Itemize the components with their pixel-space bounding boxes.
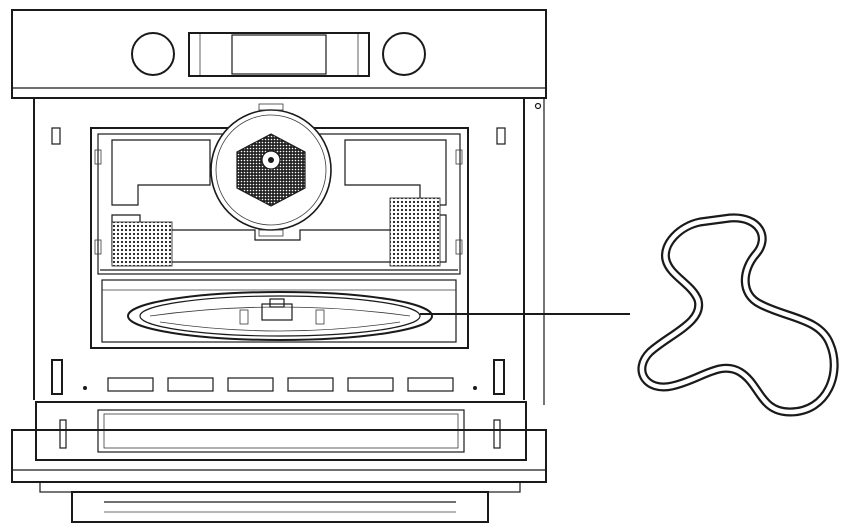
cavity-icon — [90, 127, 469, 349]
door-icon — [11, 401, 547, 523]
display-icon — [188, 32, 370, 77]
roller-support-icon — [637, 213, 839, 417]
control-panel — [11, 9, 547, 99]
vent-strip — [51, 359, 505, 395]
fan-cover-icon — [210, 103, 332, 237]
right-knob-icon — [382, 32, 426, 76]
oven-body — [33, 97, 545, 405]
left-knob-icon — [131, 32, 175, 76]
turntable-icon — [101, 279, 457, 343]
